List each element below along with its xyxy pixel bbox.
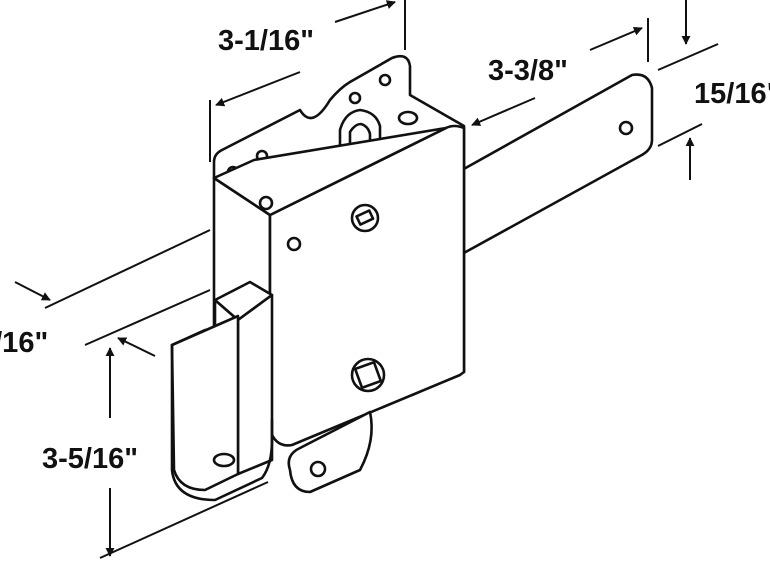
extension-line (44, 229, 211, 309)
spindle-socket (350, 357, 386, 393)
dimension-arrow (589, 27, 643, 51)
dimension-arrow (334, 0, 396, 23)
body-hole (286, 236, 302, 252)
slide-bar (460, 73, 654, 256)
handle (170, 280, 274, 502)
dimension-arrow (14, 281, 51, 301)
plate-hole (348, 91, 362, 105)
label-bar-length: 3-3/8" (488, 55, 568, 87)
label-width-top: 3-1/16" (218, 25, 314, 57)
extension-line (99, 481, 269, 559)
lock-body-top (212, 126, 448, 217)
lock-body-front (268, 124, 466, 447)
dimension-arrow (471, 97, 536, 126)
body-hole (258, 195, 274, 211)
label-height-left: 3-5/16" (42, 443, 138, 475)
label-depth-left: 5/16" (0, 327, 48, 359)
pivot-tab (287, 410, 373, 494)
dimension-arrow (117, 337, 156, 357)
label-bar-height: 15/16" (694, 78, 770, 110)
extension-line (84, 289, 211, 346)
extension-line (657, 123, 703, 147)
plate-hole (378, 73, 392, 87)
key-slot (350, 203, 380, 233)
bar-hole (618, 120, 634, 136)
dimension-lines (14, 0, 719, 559)
dimension-arrow (215, 71, 301, 107)
plate-hole (397, 110, 419, 126)
extension-line (657, 43, 719, 71)
